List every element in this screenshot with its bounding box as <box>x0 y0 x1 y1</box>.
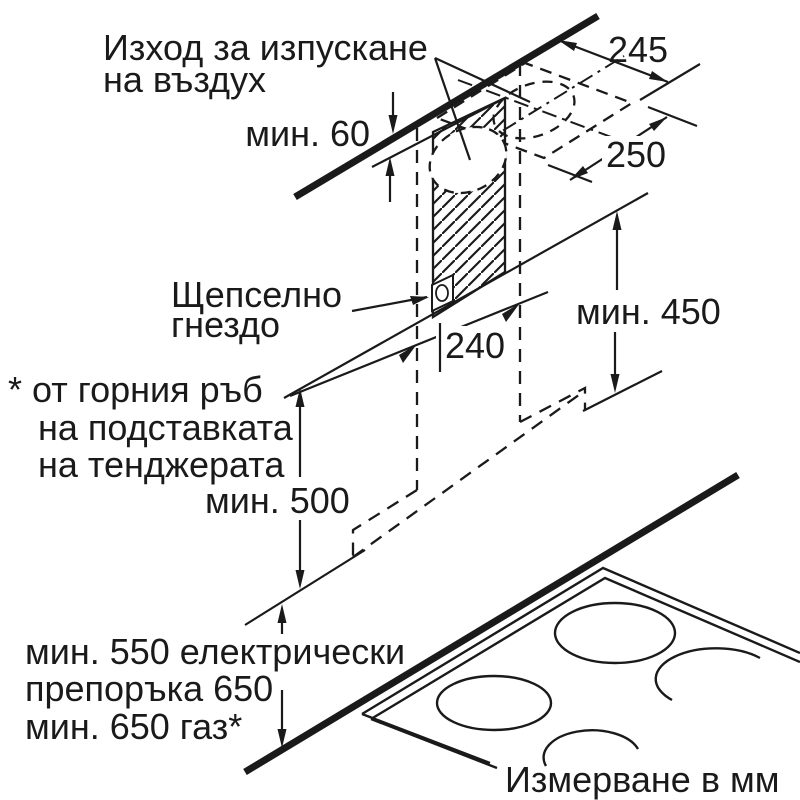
duct-zone-rect <box>434 61 635 160</box>
units-note-label: Измерване в мм <box>505 759 779 800</box>
min60-arrow-up <box>385 157 395 176</box>
hood-hidden-outline <box>351 63 587 558</box>
air-outlet-leader-1 <box>433 57 472 161</box>
d250-value: 250 <box>606 134 666 175</box>
hood-top-reference-line <box>283 192 649 399</box>
duct-hole-top-circle <box>492 80 576 140</box>
d250-top-extension <box>647 105 698 128</box>
d245-line <box>557 38 669 84</box>
d240-text-mask <box>436 326 502 364</box>
min550-arrow-up <box>277 604 287 623</box>
d240-line <box>289 290 549 398</box>
dim-min60: мин. 60 <box>245 92 398 202</box>
hood-bottom-front-dash <box>352 391 584 558</box>
d250-text-mask <box>602 136 678 172</box>
socket-label-line1: Щепселно <box>171 274 342 315</box>
min450-arrow-down <box>610 374 620 393</box>
cooktop-front-border-inner <box>370 717 498 770</box>
dim-min550 <box>277 604 287 748</box>
min450-arrow-up <box>612 211 622 230</box>
d245-value: 245 <box>608 29 668 70</box>
duct-hole <box>428 125 508 195</box>
d250-arrow-bottom <box>570 166 588 180</box>
cooktop-border-inner <box>370 576 800 721</box>
min60-value: мин. 60 <box>245 113 370 154</box>
centerline-2 <box>457 79 615 139</box>
hood-right-corner-dash <box>519 386 587 424</box>
cooktop <box>243 472 800 775</box>
clearance-label-line1: мин. 550 електрически <box>25 631 405 672</box>
air-outlet-leader-2 <box>434 57 531 103</box>
burner-left <box>435 674 553 732</box>
hood-left-corner-dash <box>351 489 418 557</box>
d240-arrow-right <box>502 303 520 322</box>
min450-bottom-extension <box>582 370 663 412</box>
mounting-plate <box>428 96 508 320</box>
note-label-line3: на тенджерата <box>38 444 285 485</box>
dim-245: 245 <box>557 29 669 84</box>
clearance-label-line3: мин. 650 газ* <box>25 706 242 747</box>
note-label-line1: * от горния ръб <box>8 369 263 410</box>
min450-value: мин. 450 <box>576 291 721 332</box>
min60-arrow-down <box>388 115 398 134</box>
min500-value: мин. 500 <box>205 480 350 521</box>
d245-extension <box>639 63 701 101</box>
d250-bottom-extension <box>547 163 593 184</box>
air-outlet-label-line2: на въздух <box>103 59 266 100</box>
dim-min500: мин. 500 <box>205 388 350 589</box>
burner-top <box>553 601 677 665</box>
dim-min450: мин. 450 <box>576 211 721 393</box>
cooktop-back-edge <box>243 472 740 775</box>
d240-value: 240 <box>445 325 505 366</box>
socket-hole-icon <box>435 284 449 302</box>
d240-arrow-left <box>399 344 417 363</box>
leader-lines <box>351 57 531 313</box>
cooktop-border-outer <box>361 566 800 716</box>
d245-arrow-right <box>649 71 668 82</box>
min500-arrow-down <box>295 570 305 589</box>
wall-top-line <box>293 12 600 201</box>
hood-bottom-reference-line <box>244 549 366 626</box>
dim-240: 240 <box>289 290 549 398</box>
d245-arrow-left <box>558 40 577 51</box>
min500-arrow-up <box>295 388 305 407</box>
socket-icon <box>431 273 454 313</box>
note-label-line2: на подставката <box>38 407 294 448</box>
dim-250: 250 <box>569 116 678 181</box>
text-labels: Изход за изпускане на въздух Щепселно гн… <box>8 27 779 800</box>
burner-right-partial <box>654 647 761 702</box>
reference-lines <box>244 63 701 626</box>
burner-bottom-partial <box>542 729 640 767</box>
d250-arrow-top <box>649 117 667 131</box>
min550-arrow-down <box>277 729 287 748</box>
socket-leader-arrowhead <box>410 296 429 305</box>
cooktop-front-border-outer <box>361 712 491 765</box>
clearance-label-line2: препоръка 650 <box>25 668 273 709</box>
socket-label-line2: гнездо <box>171 304 280 345</box>
air-outlet-label-line1: Изход за изпускане <box>103 27 428 68</box>
